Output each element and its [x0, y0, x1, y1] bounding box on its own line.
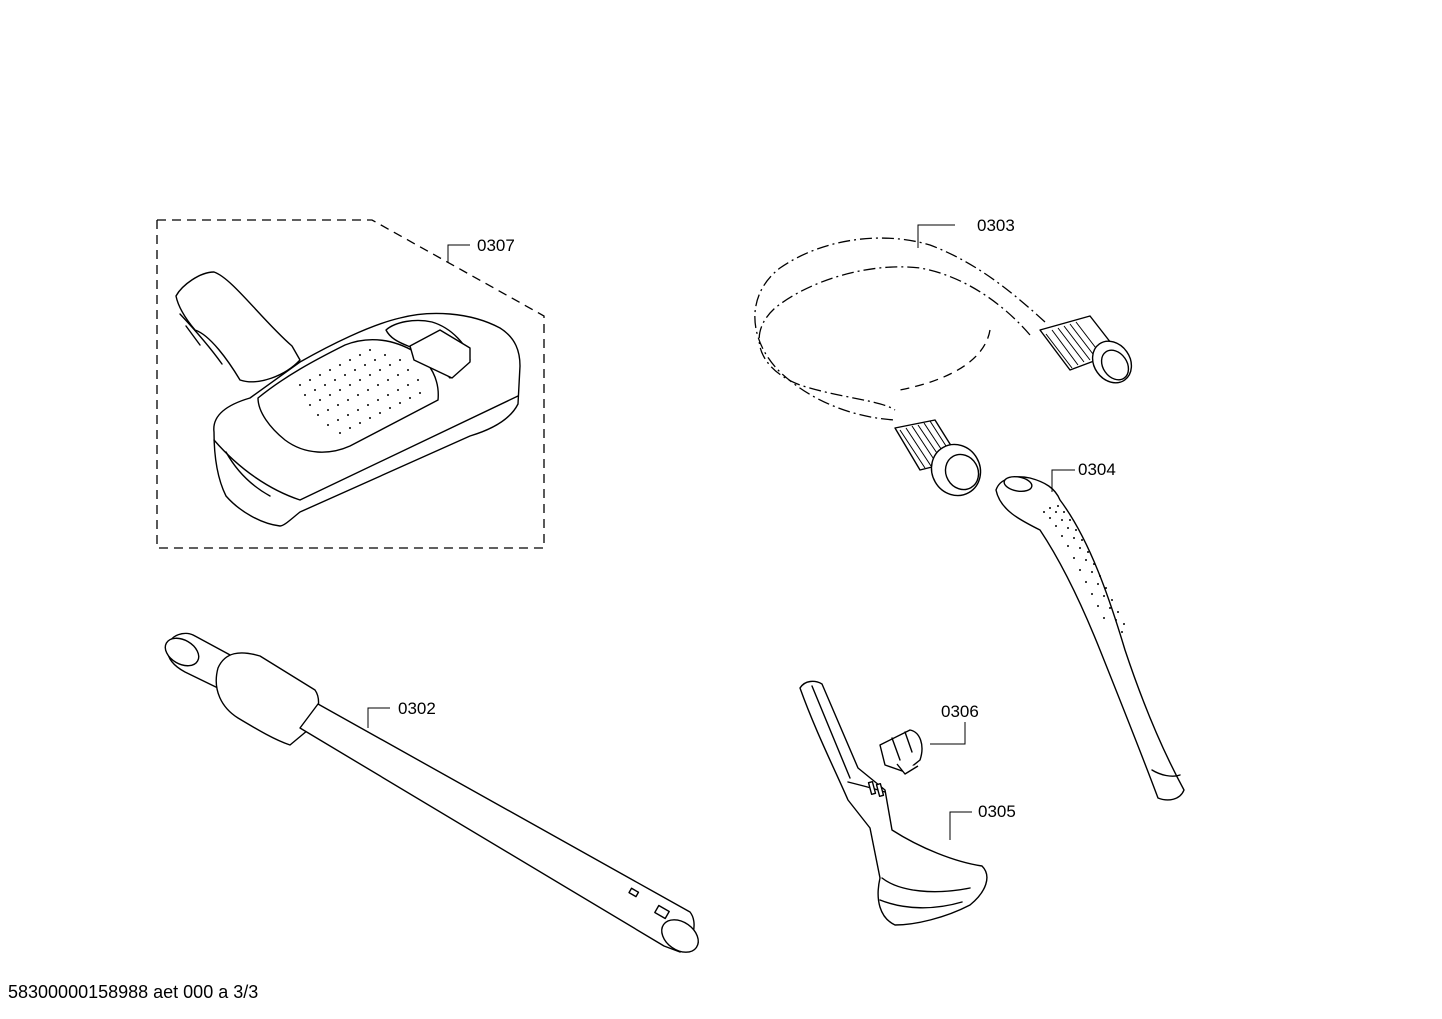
leader-0306	[930, 722, 966, 745]
part-label-0302: 0302	[398, 699, 436, 718]
hose-cuff-lower	[894, 419, 982, 497]
leader-0303	[917, 224, 955, 248]
part-label-0304: 0304	[1078, 460, 1116, 479]
leader-0302	[367, 707, 390, 728]
nozzle-grille-dots	[299, 349, 421, 434]
hose-handle-part-0304[interactable]	[995, 469, 1185, 801]
leader-0304	[1051, 469, 1075, 492]
clip-part-0306[interactable]	[879, 722, 966, 775]
leader-0305	[949, 811, 972, 840]
part-label-0305: 0305	[978, 802, 1016, 821]
floor-nozzle-part-0307[interactable]	[156, 219, 545, 549]
part-label-0303: 0303	[977, 216, 1015, 235]
handle-grip-dots	[1043, 505, 1125, 633]
document-footer: 58300000158988 aet 000 a 3/3	[8, 982, 259, 1002]
part-label-0307: 0307	[477, 236, 515, 255]
upholstery-nozzle-part-0305[interactable]	[799, 680, 988, 926]
part-label-0306: 0306	[941, 702, 979, 721]
leader-0307	[447, 244, 470, 262]
hose-part-0303[interactable]	[754, 224, 1140, 505]
extension-tube-part-0302[interactable]	[160, 632, 704, 959]
optional-parts-boundary	[156, 219, 545, 549]
hose-cuff-upper	[1039, 315, 1133, 384]
